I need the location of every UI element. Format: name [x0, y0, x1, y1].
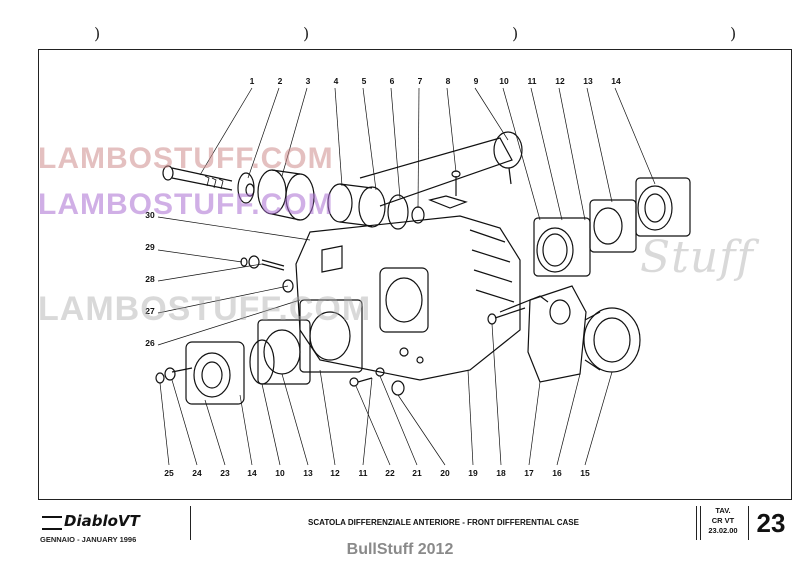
callout-number: 11: [359, 468, 368, 478]
watermark: LAMBOSTUFF.COM: [38, 142, 334, 175]
callout-number: 24: [192, 468, 202, 478]
callout-number: 12: [555, 76, 565, 86]
callout-number: 2: [278, 76, 283, 86]
callout-number: 20: [440, 468, 450, 478]
callout-number: 3: [306, 76, 311, 86]
callout-number: 1: [250, 76, 255, 86]
logo-mark: [42, 516, 62, 530]
callout-number: 29: [145, 242, 155, 252]
title-box: SCATOLA DIFFERENZIALE ANTERIORE - FRONT …: [190, 506, 697, 540]
punch-mark: ): [94, 24, 101, 43]
callout-number: 12: [330, 468, 340, 478]
callout-number: 14: [247, 468, 257, 478]
tav-label: TAV.: [715, 506, 731, 515]
callout-number: 14: [611, 76, 621, 86]
watermark: LAMBOSTUFF.COM: [38, 290, 372, 328]
callout-number: 16: [552, 468, 562, 478]
punch-mark: ): [303, 24, 310, 43]
callout-number: 18: [496, 468, 506, 478]
tav-date: 23.02.00: [708, 526, 738, 535]
callout-number: 22: [385, 468, 395, 478]
table-reference: TAV. CR VT 23.02.00: [700, 506, 745, 540]
callout-number: 4: [334, 76, 339, 86]
callout-number: 27: [145, 306, 155, 316]
callout-number: 30: [145, 210, 155, 220]
callout-number: 26: [145, 338, 155, 348]
callout-number: 9: [474, 76, 479, 86]
callout-number: 13: [583, 76, 593, 86]
callout-number: 23: [220, 468, 230, 478]
callout-number: 8: [446, 76, 451, 86]
table-number: 23: [748, 506, 793, 540]
callout-number: 25: [164, 468, 174, 478]
logo-text: DiabloVT: [64, 512, 140, 530]
callout-number: 11: [528, 76, 537, 86]
callout-number: 5: [362, 76, 367, 86]
punch-mark: ): [512, 24, 519, 43]
watermark: LAMBOSTUFF.COM: [38, 188, 334, 221]
callout-number: 10: [275, 468, 285, 478]
tav-code: CR VT: [711, 516, 735, 525]
callout-number: 10: [499, 76, 509, 86]
drawing-frame: [38, 49, 792, 500]
table-title: SCATOLA DIFFERENZIALE ANTERIORE - FRONT …: [308, 518, 579, 527]
diablo-logo: DiabloVT: [40, 512, 140, 530]
callout-number: 19: [468, 468, 478, 478]
callout-number: 15: [580, 468, 590, 478]
callout-number: 6: [390, 76, 395, 86]
watermark: Stuff: [640, 232, 754, 283]
punch-mark: ): [730, 24, 737, 43]
callout-number: 17: [524, 468, 534, 478]
callout-number: 7: [418, 76, 423, 86]
callout-number: 21: [412, 468, 422, 478]
footer-credit: BullStuff 2012: [346, 541, 454, 558]
drawing-date: GENNAIO - JANUARY 1996: [40, 535, 137, 544]
callout-number: 13: [303, 468, 313, 478]
callout-number: 28: [145, 274, 155, 284]
